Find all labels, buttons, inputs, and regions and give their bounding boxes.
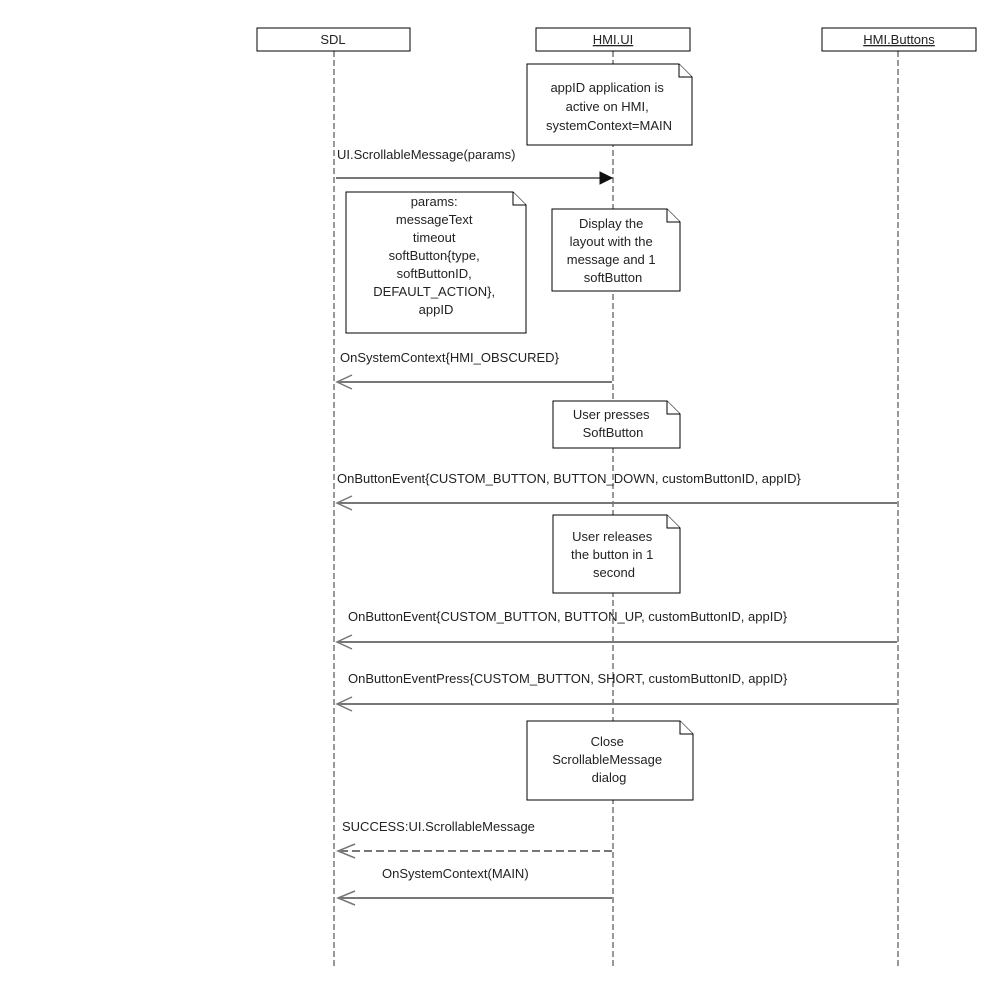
message-label: SUCCESS:UI.ScrollableMessage	[342, 819, 535, 834]
note-text: User presses SoftButton	[573, 407, 653, 440]
message-label: OnSystemContext(MAIN)	[382, 866, 529, 881]
arrowhead	[335, 634, 353, 650]
arrowhead	[335, 495, 353, 511]
note-display: Display the layout with the message and …	[551, 208, 681, 292]
lifeline-hmi-buttons: HMI.Buttons	[821, 27, 977, 968]
note-text: Close ScrollableMessage dialog	[552, 734, 665, 785]
note-app-active: appID application is active on HMI, syst…	[526, 63, 693, 146]
lifeline-box-hmi-ui: HMI.UI	[535, 27, 691, 52]
arrowhead	[599, 171, 614, 185]
note-user-presses: User presses SoftButton	[552, 400, 681, 449]
message-button-press: OnButtonEventPress{CUSTOM_BUTTON, SHORT,…	[335, 671, 897, 712]
message-button-down: OnButtonEvent{CUSTOM_BUTTON, BUTTON_DOWN…	[335, 471, 897, 511]
message-onsystemcontext-obscured: OnSystemContext{HMI_OBSCURED}	[335, 350, 612, 390]
lifeline-box-sdl: SDL	[256, 27, 411, 52]
note-user-releases: User releases the button in 1 second	[552, 514, 681, 594]
note-text: params: messageText timeout softButton{t…	[373, 194, 498, 317]
note-params: params: messageText timeout softButton{t…	[345, 191, 527, 334]
lifeline-hmi-ui: HMI.UI	[535, 27, 691, 968]
note-text: User releases the button in 1 second	[571, 529, 657, 580]
message-label: UI.ScrollableMessage(params)	[337, 147, 515, 162]
message-label: OnButtonEvent{CUSTOM_BUTTON, BUTTON_UP, …	[348, 609, 788, 624]
note-text: Display the layout with the message and …	[567, 216, 660, 285]
arrowhead	[336, 843, 356, 859]
lifeline-label-hmi-ui: HMI.UI	[593, 32, 633, 47]
message-success: SUCCESS:UI.ScrollableMessage	[336, 819, 612, 859]
lifeline-sdl: SDL	[256, 27, 411, 968]
lifeline-label-hmi-buttons: HMI.Buttons	[863, 32, 935, 47]
message-scrollable-message: UI.ScrollableMessage(params)	[336, 147, 614, 185]
arrowhead	[336, 890, 356, 906]
arrowhead	[335, 374, 353, 390]
arrowhead	[335, 696, 353, 712]
message-label: OnSystemContext{HMI_OBSCURED}	[340, 350, 560, 365]
message-button-up: OnButtonEvent{CUSTOM_BUTTON, BUTTON_UP, …	[335, 609, 897, 650]
note-close: Close ScrollableMessage dialog	[526, 720, 694, 801]
lifeline-label-sdl: SDL	[320, 32, 345, 47]
message-label: OnButtonEventPress{CUSTOM_BUTTON, SHORT,…	[348, 671, 788, 686]
lifeline-box-hmi-buttons: HMI.Buttons	[821, 27, 977, 52]
message-label: OnButtonEvent{CUSTOM_BUTTON, BUTTON_DOWN…	[337, 471, 801, 486]
message-onsystemcontext-main: OnSystemContext(MAIN)	[336, 866, 612, 906]
note-text: appID application is active on HMI, syst…	[546, 80, 672, 133]
